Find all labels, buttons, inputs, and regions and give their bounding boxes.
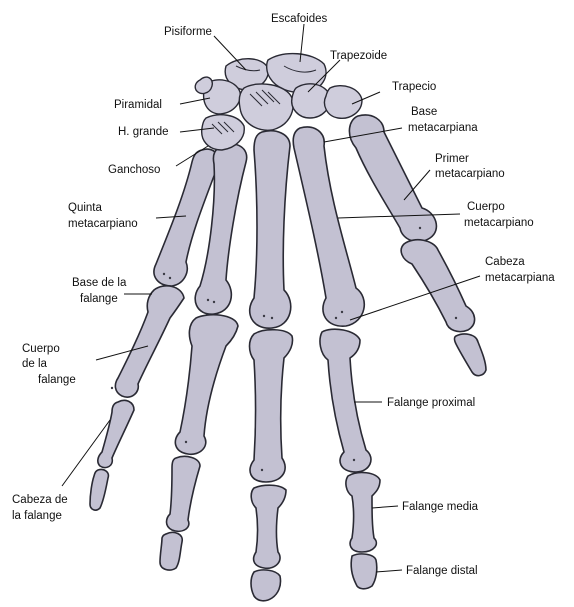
label-cuerpo-falange-3: falange: [38, 374, 76, 386]
third-middle-phalanx: [251, 485, 286, 568]
label-cuerpo-falange-2: de la: [22, 358, 48, 370]
thumb-proximal-phalanx: [401, 240, 474, 332]
label-base-falange-1: Base de la: [72, 277, 127, 289]
second-proximal-phalanx: [320, 329, 371, 472]
second-finger: [293, 127, 380, 589]
label-ganchoso: Ganchoso: [108, 164, 160, 176]
label-primer-metacarpiano-1: Primer: [435, 153, 469, 165]
label-pisiforme: Pisiforme: [164, 26, 212, 38]
fifth-middle-phalanx: [98, 400, 134, 467]
label-cabeza-metacarpiana-1: Cabeza: [485, 256, 525, 268]
label-trapecio: Trapecio: [392, 81, 436, 93]
label-cuerpo-metacarpiano-1: Cuerpo: [467, 201, 505, 213]
second-metacarpal: [293, 127, 364, 326]
fifth-distal-phalanx: [90, 469, 108, 510]
third-proximal-phalanx: [250, 330, 293, 482]
label-falange-proximal: Falange proximal: [387, 397, 475, 409]
label-piramidal: Piramidal: [114, 99, 162, 111]
label-falange-distal: Falange distal: [406, 565, 478, 577]
capitate-bone: [239, 84, 293, 130]
fourth-middle-phalanx: [167, 456, 201, 531]
label-escafoides: Escafoides: [271, 13, 328, 25]
third-distal-phalanx: [251, 570, 281, 601]
label-quinta-metacarpiano-1: Quinta: [68, 202, 102, 214]
label-h-grande: H. grande: [118, 126, 169, 138]
second-distal-phalanx: [351, 554, 377, 589]
label-primer-metacarpiano-2: metacarpiano: [435, 168, 505, 180]
label-falange-media: Falange media: [402, 501, 479, 513]
label-cuerpo-falange-1: Cuerpo: [22, 343, 60, 355]
fourth-finger: [160, 144, 247, 570]
label-cuerpo-metacarpiano-2: metacarpiano: [464, 217, 534, 229]
second-middle-phalanx: [346, 473, 380, 552]
hamate-hook: [195, 77, 212, 93]
fourth-distal-phalanx: [160, 532, 182, 570]
fifth-proximal-phalanx: [115, 286, 184, 397]
label-cabeza-falange-1: Cabeza de: [12, 494, 68, 506]
fourth-proximal-phalanx: [175, 315, 238, 455]
third-metacarpal: [250, 131, 291, 328]
label-quinta-metacarpiano-2: metacarpiano: [68, 218, 138, 230]
thumb-distal-phalanx: [455, 334, 487, 376]
label-base-falange-2: falange: [80, 293, 118, 305]
third-finger: [250, 131, 293, 601]
label-base-metacarpiana-1: Base: [411, 106, 437, 118]
label-base-metacarpiana-2: metacarpiana: [408, 122, 478, 134]
label-cabeza-metacarpiana-2: metacarpiana: [485, 272, 555, 284]
label-trapezoide: Trapezoide: [330, 50, 387, 62]
label-cabeza-falange-2: la falange: [12, 510, 62, 522]
